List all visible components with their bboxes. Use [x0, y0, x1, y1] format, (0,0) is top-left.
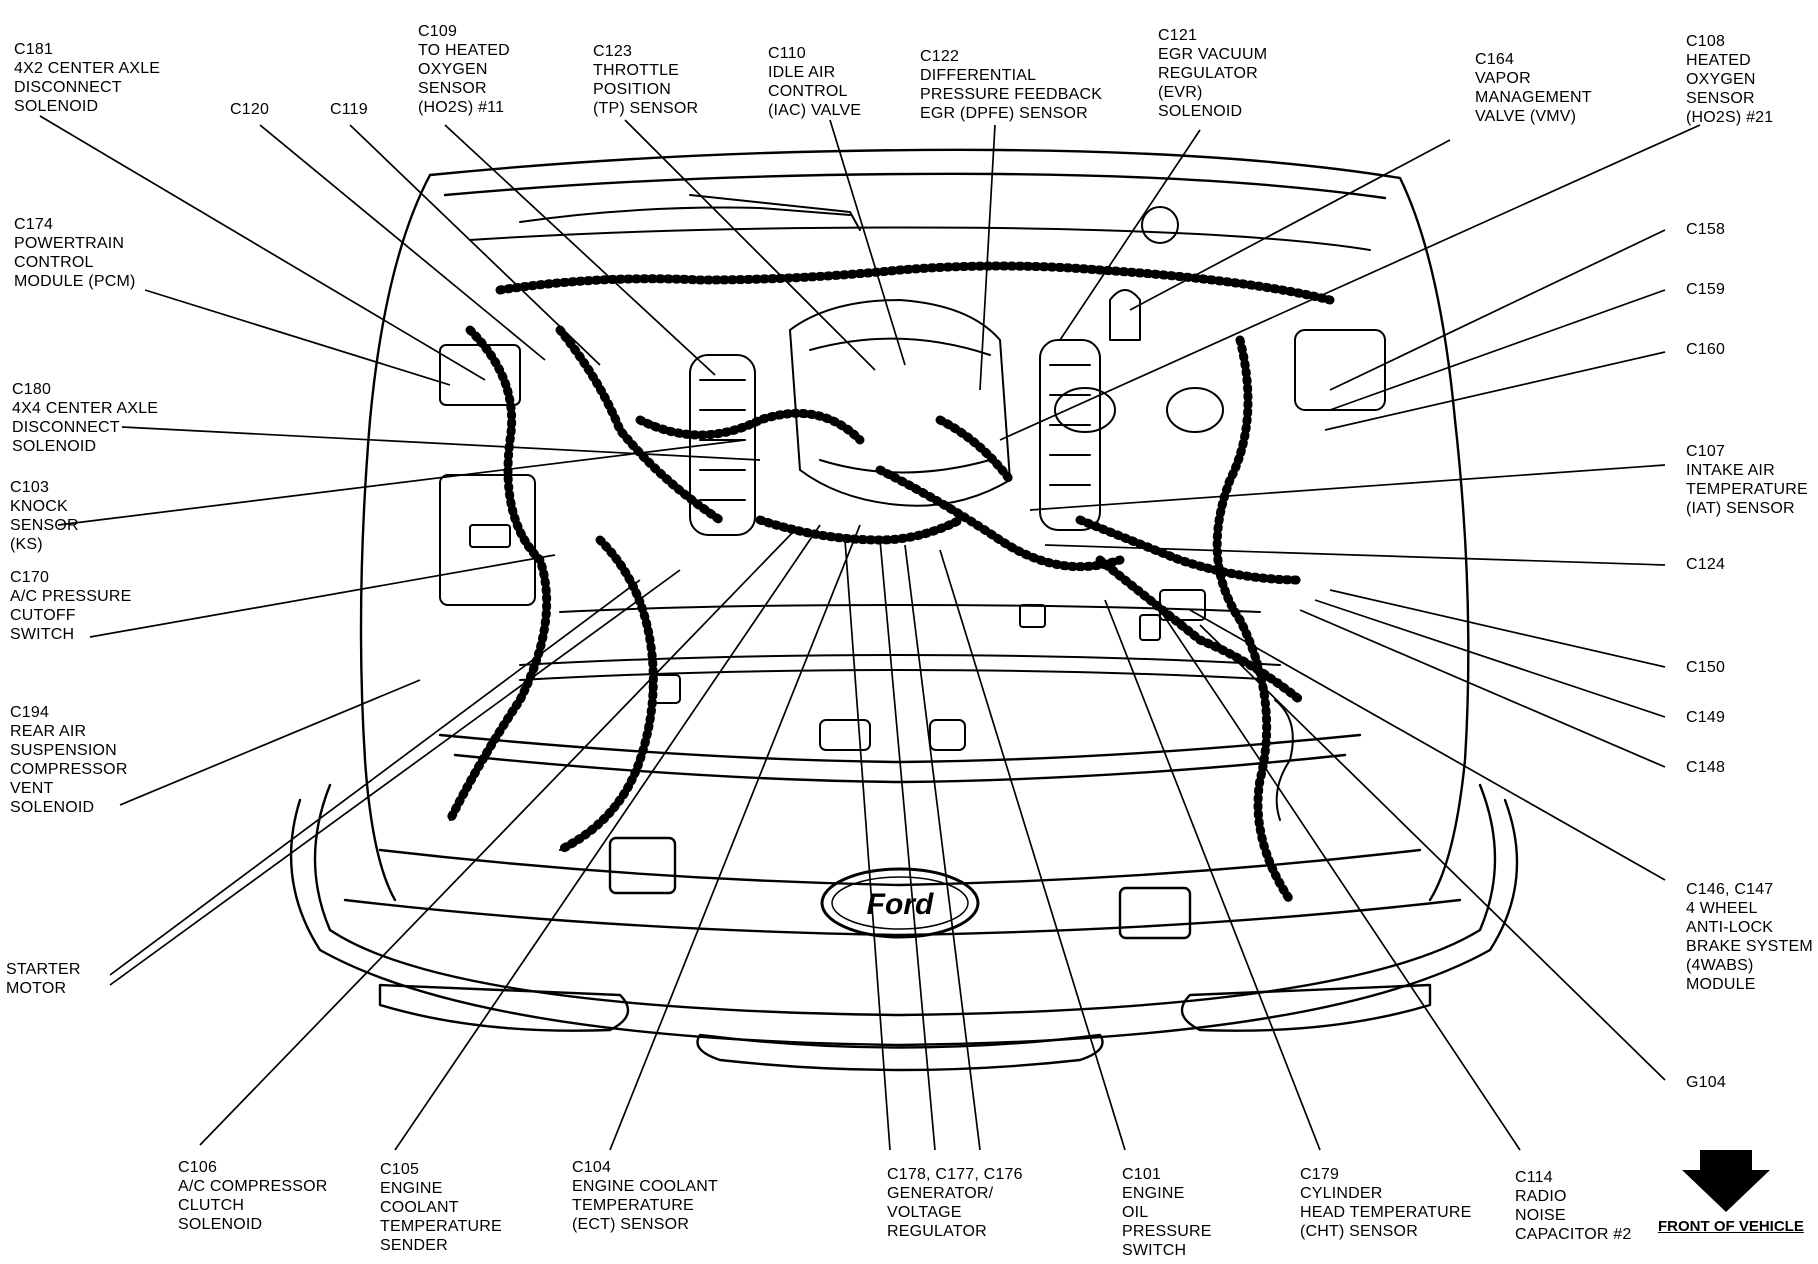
- label-c164: C164 VAPOR MANAGEMENT VALVE (VMV): [1475, 51, 1592, 125]
- wiring-harness: [445, 261, 1335, 905]
- label-c124: C124: [1686, 556, 1726, 573]
- label-c110: C110 IDLE AIR CONTROL (IAC) VALVE: [768, 45, 862, 119]
- label-c148: C148: [1686, 759, 1726, 776]
- label-c146: C146, C147 4 WHEEL ANTI-LOCK BRAKE SYSTE…: [1686, 881, 1813, 993]
- label-c107: C107 INTAKE AIR TEMPERATURE (IAT) SENSOR: [1686, 443, 1808, 517]
- label-c179: C179 CYLINDER HEAD TEMPERATURE (CHT) SEN…: [1300, 1166, 1472, 1240]
- label-c119: C119: [330, 101, 368, 118]
- vehicle-outline: [289, 148, 1519, 1072]
- label-c105: C105 ENGINE COOLANT TEMPERATURE SENDER: [380, 1161, 502, 1254]
- label-c101: C101 ENGINE OIL PRESSURE SWITCH: [1122, 1166, 1212, 1259]
- label-c114: C114 RADIO NOISE CAPACITOR #2: [1515, 1169, 1632, 1243]
- label-c103: C103 KNOCK SENSOR (KS): [10, 479, 79, 553]
- label-c181: C181 4X2 CENTER AXLE DISCONNECT SOLENOID: [14, 41, 161, 115]
- label-c150: C150: [1686, 659, 1726, 676]
- label-c106: C106 A/C COMPRESSOR CLUTCH SOLENOID: [178, 1159, 328, 1233]
- front-arrow-icon: [1682, 1150, 1770, 1212]
- ford-emblem: Ford: [820, 867, 980, 939]
- label-c120: C120: [230, 101, 270, 118]
- label-c149: C149: [1686, 709, 1726, 726]
- label-c160: C160: [1686, 341, 1726, 358]
- label-c170: C170 A/C PRESSURE CUTOFF SWITCH: [10, 569, 132, 643]
- leader-lines: [39, 115, 1701, 1151]
- label-c109: C109 TO HEATED OXYGEN SENSOR (HO2S) #11: [418, 23, 510, 116]
- label-c122: C122 DIFFERENTIAL PRESSURE FEEDBACK EGR …: [920, 48, 1103, 122]
- label-g104: G104: [1686, 1074, 1726, 1091]
- label-c178: C178, C177, C176 GENERATOR/ VOLTAGE REGU…: [887, 1166, 1023, 1240]
- label-c158: C158: [1686, 221, 1726, 238]
- label-c104: C104 ENGINE COOLANT TEMPERATURE (ECT) SE…: [572, 1159, 718, 1233]
- label-c108: C108 HEATED OXYGEN SENSOR (HO2S) #21: [1686, 33, 1774, 126]
- label-c194: C194 REAR AIR SUSPENSION COMPRESSOR VENT…: [10, 704, 128, 816]
- engine-components: [439, 194, 1386, 821]
- label-c121: C121 EGR VACUUM REGULATOR (EVR) SOLENOID: [1158, 27, 1268, 120]
- front-of-vehicle-label: FRONT OF VEHICLE: [1658, 1218, 1804, 1235]
- label-starter: STARTER MOTOR: [6, 961, 81, 997]
- label-c123: C123 THROTTLE POSITION (TP) SENSOR: [593, 43, 699, 117]
- label-c174: C174 POWERTRAIN CONTROL MODULE (PCM): [14, 216, 136, 290]
- label-c159: C159: [1686, 281, 1726, 298]
- emblem-text: Ford: [867, 888, 934, 921]
- label-c180: C180 4X4 CENTER AXLE DISCONNECT SOLENOID: [12, 381, 159, 455]
